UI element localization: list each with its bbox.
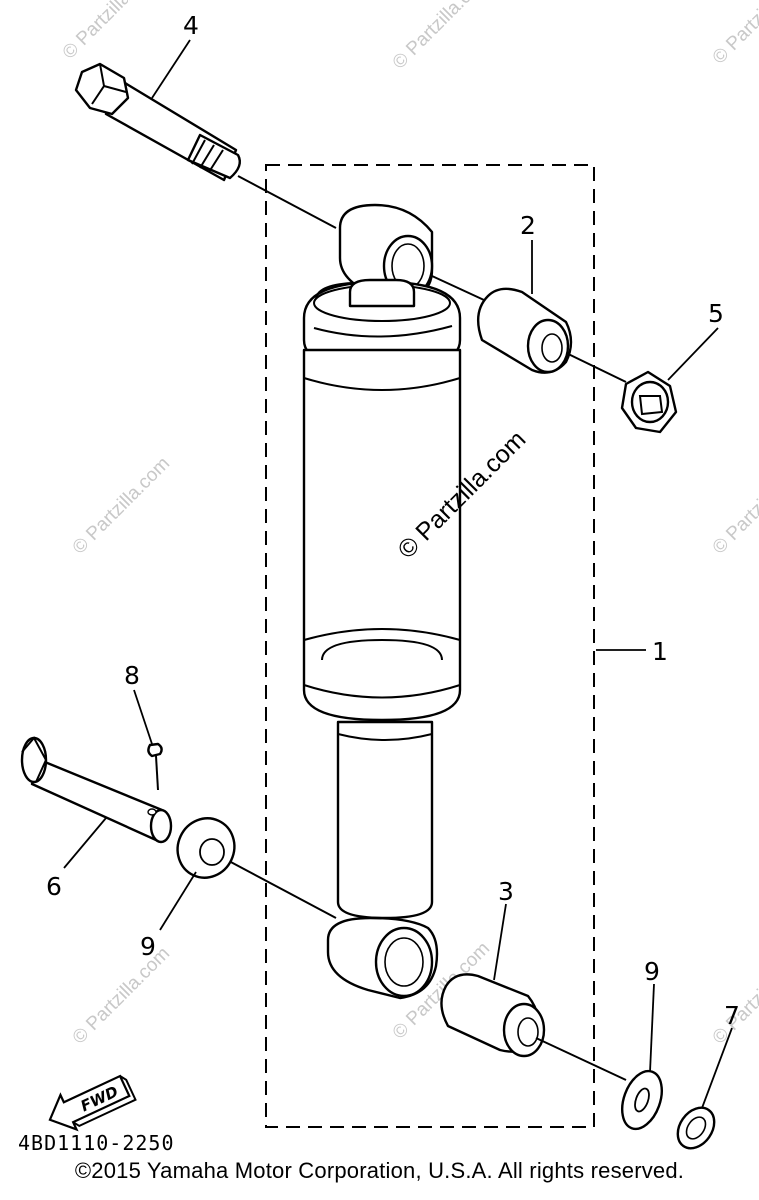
callout-1: 1 [652, 637, 668, 666]
callout-6: 6 [46, 872, 62, 901]
part-collar-lower [440, 973, 627, 1081]
watermark: © Partzilla.com [59, 0, 164, 64]
callout-8: 8 [124, 661, 140, 690]
part-washer-small [676, 1106, 716, 1150]
diagram-code: 4BD1110-2250 [18, 1131, 175, 1155]
part-shock-absorber [302, 203, 462, 1000]
copyright-notice: ©2015 Yamaha Motor Corporation, U.S.A. A… [74, 1158, 685, 1183]
watermark: © Partzilla.com [709, 453, 759, 558]
part-washer-right [621, 1069, 663, 1131]
watermark: © Partzilla.com [709, 943, 759, 1048]
part-washer-left [176, 817, 337, 919]
callout-9-left: 9 [140, 932, 156, 961]
callout-7: 7 [724, 1001, 740, 1030]
callout-3: 3 [498, 877, 514, 906]
part-collar-upper [431, 275, 627, 383]
callout-4: 4 [183, 11, 199, 40]
watermark: © Partzilla.com [69, 943, 174, 1048]
part-nut [620, 370, 678, 434]
callout-5: 5 [708, 299, 724, 328]
callout-9-right: 9 [644, 957, 660, 986]
watermark: © Partzilla.com [389, 0, 494, 74]
fwd-arrow-icon: FWD [48, 1074, 137, 1132]
callout-2: 2 [520, 211, 536, 240]
watermark: © Partzilla.com [709, 0, 759, 69]
part-cotter-pin [147, 742, 163, 791]
watermark: © Partzilla.com [69, 453, 174, 558]
assembly-boundary [265, 164, 595, 1128]
part-bolt-upper [74, 62, 337, 229]
part-pin [20, 736, 173, 844]
leader-lines [63, 39, 733, 1109]
